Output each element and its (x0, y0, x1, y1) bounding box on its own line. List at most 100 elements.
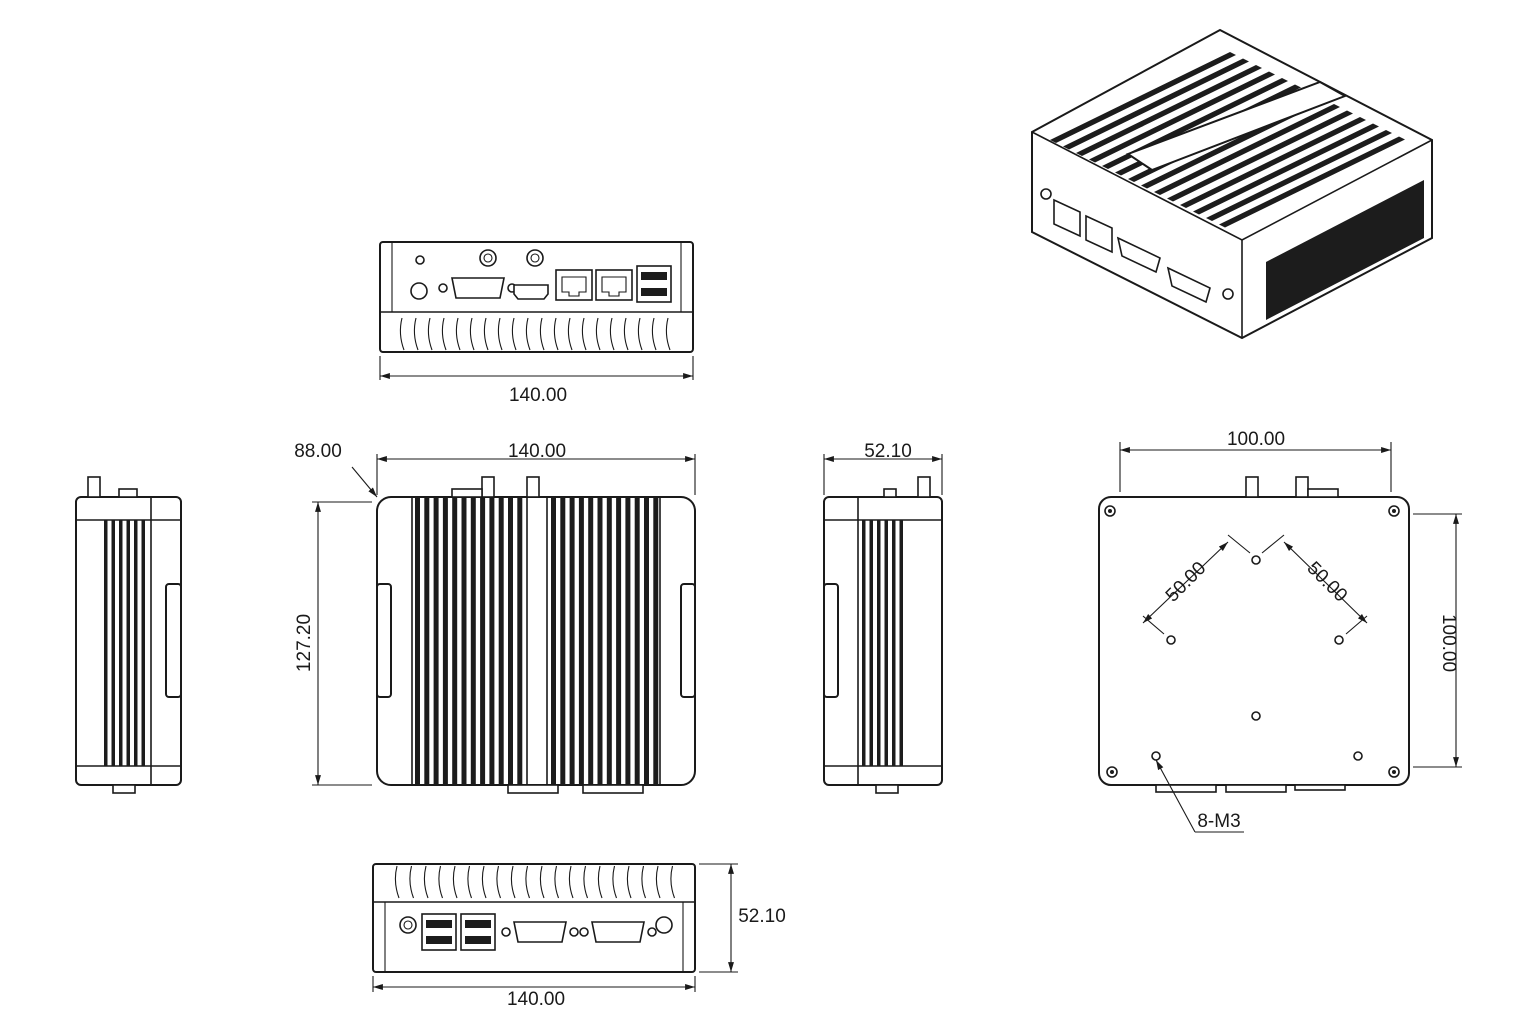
fin-bar (606, 497, 612, 785)
heatsink-fins (862, 520, 903, 766)
fin-bar (597, 497, 603, 785)
top-width-dimension: 140.00 (376, 441, 696, 495)
fin-slot (665, 317, 671, 351)
fin-slot (554, 865, 560, 899)
fin-bar (1089, 71, 1275, 163)
fin-bar (452, 497, 458, 785)
fin-slot (626, 865, 632, 899)
antenna-connector-icon (917, 476, 931, 498)
fin-bar (442, 497, 448, 785)
fin-slot (612, 865, 618, 899)
holes-callout: 8-M3 (1155, 759, 1244, 833)
right-side-view (823, 476, 943, 794)
fin-bar (508, 497, 513, 785)
rear-height-dimension: 52.10 (699, 863, 786, 973)
top-width-label: 140.00 (508, 441, 566, 462)
fin-slot (609, 317, 615, 351)
fin-slot (637, 317, 643, 351)
bottom-width-label: 100.00 (1227, 429, 1285, 450)
fin-slot (567, 317, 573, 351)
fin-slot (481, 865, 487, 899)
serial-port-icon (501, 921, 579, 943)
fin-slot (452, 865, 458, 899)
fin-slot (623, 317, 629, 351)
serial-port-icon (1116, 236, 1211, 304)
isometric-view (1031, 28, 1433, 340)
heatsink-fins (104, 520, 145, 766)
front-view (379, 241, 694, 353)
bottom-width-dimension: 100.00 (1119, 429, 1392, 492)
fin-slot (409, 865, 415, 899)
fin-bar (498, 497, 504, 785)
fin-bar (892, 520, 896, 766)
top-depth-label: 88.00 (294, 441, 342, 462)
fin-bar (1076, 65, 1262, 156)
fin-bar (489, 497, 495, 785)
fin-slot (581, 317, 587, 351)
fin-bar (1206, 130, 1392, 221)
fin-slot (423, 865, 429, 899)
fin-slot (496, 865, 502, 899)
fin-slot (651, 317, 657, 351)
fin-slot (438, 865, 444, 899)
fin-slot (469, 317, 475, 351)
fin-bar (424, 497, 430, 785)
fin-slot (539, 317, 545, 351)
front-width-label: 140.00 (509, 385, 567, 406)
fin-bar (470, 497, 476, 785)
fin-slot (597, 865, 603, 899)
fin-bar (884, 520, 888, 766)
fin-bar (644, 497, 649, 785)
fin-bar (625, 497, 631, 785)
front-width-dimension: 140.00 (379, 356, 694, 406)
fin-slot (441, 317, 447, 351)
fin-slot (525, 865, 531, 899)
fin-slot (497, 317, 503, 351)
fin-bar (1219, 136, 1405, 228)
fin-bar (111, 520, 115, 766)
power-jack-icon (399, 916, 417, 934)
fin-slot (641, 865, 647, 899)
usb-port-icon (460, 913, 496, 951)
fin-bar (433, 497, 439, 785)
side-width-label: 52.10 (864, 441, 912, 462)
ethernet-port-icon (555, 269, 593, 301)
side-width-dimension: 52.10 (823, 441, 943, 495)
fin-slot (467, 865, 473, 899)
antenna-connector-icon (87, 476, 101, 498)
fin-slot (483, 317, 489, 351)
fin-bar (119, 520, 123, 766)
fin-bar (126, 520, 130, 766)
led-icon (655, 916, 673, 934)
fin-slot (539, 865, 545, 899)
usb-port-icon (636, 265, 672, 303)
fin-bar (551, 497, 556, 785)
fin-bar (415, 497, 420, 785)
fin-bar (1063, 58, 1249, 150)
fin-bar (1050, 52, 1236, 143)
antenna-connector-icon (1295, 476, 1309, 498)
fin-bar (517, 497, 523, 785)
serial-port-icon (579, 921, 657, 943)
fin-slot (399, 317, 405, 351)
fin-bar (653, 497, 659, 785)
fin-bar (560, 497, 566, 785)
fin-bar (141, 520, 145, 766)
fin-bar (616, 497, 622, 785)
heatsink-fins (415, 497, 659, 785)
led-icon (415, 255, 425, 265)
top-height-dimension: 127.20 (294, 501, 372, 786)
fin-bar (634, 497, 640, 785)
top-height-label: 127.20 (294, 614, 315, 672)
bottom-view (1098, 476, 1410, 793)
fin-slot (525, 317, 531, 351)
bottom-height-dimension: 100.00 (1413, 513, 1462, 768)
usb-port-icon (421, 913, 457, 951)
antenna-connector-icon (479, 249, 497, 267)
antenna-connector-icon (1245, 476, 1259, 498)
fin-bar (1167, 110, 1353, 202)
rear-width-dimension: 140.00 (372, 976, 696, 1010)
left-side-view (75, 476, 182, 794)
fin-slot (427, 317, 433, 351)
